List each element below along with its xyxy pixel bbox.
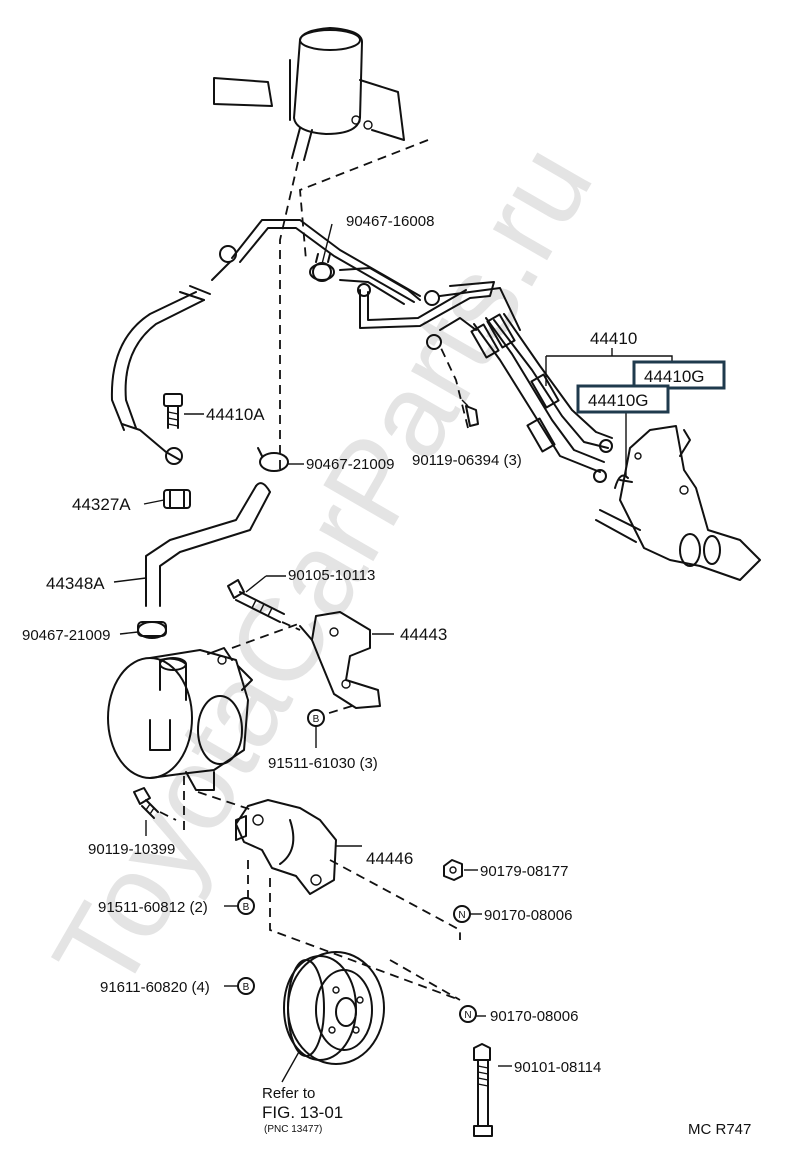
power-steering-pump — [107, 647, 253, 791]
highlight-box — [576, 384, 670, 414]
part-label-44410[interactable]: 44410 — [590, 329, 637, 348]
guide-line — [329, 859, 461, 940]
svg-text:B: B — [243, 982, 250, 993]
guide-line — [231, 623, 299, 649]
marker-n: N — [453, 905, 471, 923]
hose-44410A — [110, 261, 231, 465]
part-label-90101-08114[interactable]: 90101-08114 — [514, 1059, 601, 1076]
guide-line — [279, 161, 299, 470]
bolt-90101-08114 — [473, 1043, 493, 1137]
guide-line — [159, 811, 177, 821]
guide-line — [389, 959, 461, 1001]
part-label-44410A[interactable]: 44410A — [206, 405, 265, 424]
leader-line — [245, 575, 286, 593]
refer-note-line2[interactable]: FIG. 13-01 — [262, 1103, 343, 1122]
part-label-90119-10399[interactable]: 90119-10399 — [88, 841, 175, 858]
part-label-90179-08177[interactable]: 90179-08177 — [480, 863, 568, 880]
hose-clamp-90467-21009-left — [137, 621, 167, 639]
guide-line — [325, 705, 353, 715]
pulley — [283, 951, 385, 1065]
reservoir-tank — [213, 27, 405, 161]
leader-line — [281, 1049, 301, 1083]
part-label-91511-61030[interactable]: 91511-61030 (3) — [268, 755, 378, 772]
clip-44327A — [163, 489, 191, 509]
svg-text:B: B — [243, 902, 250, 913]
part-label-90467-21009[interactable]: 90467-21009 — [306, 456, 394, 473]
part-label-44348A[interactable]: 44348A — [46, 574, 105, 593]
marker-b: B — [307, 709, 325, 727]
marker-b: B — [237, 897, 255, 915]
return-hose-44348A — [145, 482, 271, 607]
union-bolt-44410A — [163, 393, 183, 429]
bolt-90119-06394 — [461, 399, 479, 427]
steering-gear — [595, 425, 761, 581]
refer-note-line1: Refer to — [262, 1085, 315, 1102]
guide-line — [281, 621, 301, 631]
diagram-code: MC R747 — [688, 1121, 751, 1138]
hose-44410 — [439, 287, 613, 483]
part-label-90170-08006[interactable]: 90170-08006 — [490, 1008, 578, 1025]
bracket-44446 — [235, 799, 337, 895]
part-label-44443[interactable]: 44443 — [400, 625, 447, 644]
part-label-91511-60812[interactable]: 91511-60812 (2) — [98, 899, 208, 916]
leader-line — [143, 499, 165, 505]
bracket-44443 — [299, 611, 381, 709]
svg-text:N: N — [458, 910, 465, 921]
bolt-90119-10399 — [133, 787, 159, 819]
part-label-90467-21009[interactable]: 90467-21009 — [22, 627, 110, 644]
highlight-box — [632, 360, 726, 390]
guide-line — [299, 139, 429, 261]
guide-line — [269, 878, 461, 1001]
nut-90179-08177 — [443, 859, 463, 881]
part-label-91611-60820[interactable]: 91611-60820 (4) — [100, 979, 210, 996]
refer-note-line3: (PNC 13477) — [264, 1124, 322, 1135]
leader-line — [321, 223, 333, 265]
guide-line — [197, 791, 253, 811]
part-label-44410G[interactable]: 44410G — [588, 391, 649, 410]
guide-line — [439, 345, 469, 429]
part-label-44327A[interactable]: 44327A — [72, 495, 131, 514]
pressure-tube — [219, 219, 495, 350]
svg-text:N: N — [464, 1010, 471, 1021]
marker-b: B — [237, 977, 255, 995]
part-label-90105-10113[interactable]: 90105-10113 — [288, 567, 375, 584]
part-label-44410G[interactable]: 44410G — [644, 367, 705, 386]
part-label-44446[interactable]: 44446 — [366, 849, 413, 868]
marker-n: N — [459, 1005, 477, 1023]
bolt-90105-10113 — [227, 579, 285, 623]
hose-clamp-90467-21009-top — [257, 447, 289, 472]
part-label-90119-06394[interactable]: 90119-06394 (3) — [412, 452, 522, 469]
leader-line — [119, 631, 139, 635]
part-label-90467-16008[interactable]: 90467-16008 — [346, 213, 434, 230]
part-label-90170-08006[interactable]: 90170-08006 — [484, 907, 572, 924]
leader-line — [113, 577, 147, 583]
svg-text:B: B — [313, 714, 320, 725]
